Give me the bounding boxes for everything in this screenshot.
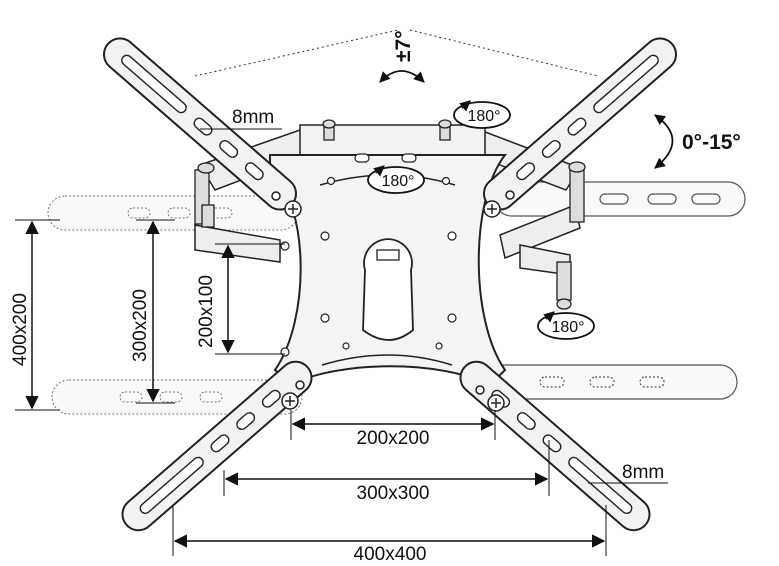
- label-400x400: 400x400: [354, 544, 427, 561]
- dimension-200x200: 200x200: [290, 410, 496, 449]
- label-pitch: 0°-15°: [682, 131, 741, 154]
- label-200x200: 200x200: [357, 428, 430, 449]
- roll-guide: [194, 29, 599, 77]
- pitch-indicator: 0°-15°: [654, 114, 741, 169]
- dimension-300x300: 300x300: [223, 440, 550, 504]
- thickness-top-left: 8mm: [200, 107, 282, 130]
- phantom-arms-right: [474, 181, 746, 400]
- dimension-400x400: 400x400: [172, 505, 607, 565]
- phantom-arms-left: [47, 195, 303, 415]
- bracket-arm-top-right: [483, 37, 677, 211]
- label-thickness-top: 8mm: [232, 107, 274, 128]
- label-200x100: 200x100: [196, 275, 217, 348]
- label-swivel-top: 180°: [467, 108, 500, 125]
- label-roll: ±7°: [392, 30, 415, 62]
- swivel-top-right: 180°: [453, 100, 511, 129]
- roll-indicator: ±7°: [379, 30, 425, 83]
- label-400x200: 400x200: [10, 293, 31, 366]
- bracket-arm-bottom-right: [459, 360, 651, 532]
- label-300x200: 300x200: [130, 289, 151, 362]
- dimension-400x200: 400x200: [10, 219, 60, 411]
- label-thickness-bottom: 8mm: [622, 462, 664, 483]
- thickness-bottom-right: 8mm: [588, 462, 668, 484]
- mounting-plate: [269, 153, 508, 387]
- label-swivel-right: 180°: [551, 319, 584, 336]
- bracket-arm-bottom-left: [121, 360, 313, 532]
- bracket-arm-top-left: [103, 37, 297, 211]
- swivel-right: 180°: [537, 311, 595, 340]
- dimension-200x100: 200x100: [196, 243, 285, 355]
- label-300x300: 300x300: [357, 483, 430, 504]
- label-swivel-center: 180°: [381, 173, 414, 190]
- swivel-center: 180°: [367, 165, 425, 194]
- bolts: [194, 119, 586, 310]
- dimension-300x200: 300x200: [130, 219, 175, 404]
- arm-screws: [271, 190, 515, 412]
